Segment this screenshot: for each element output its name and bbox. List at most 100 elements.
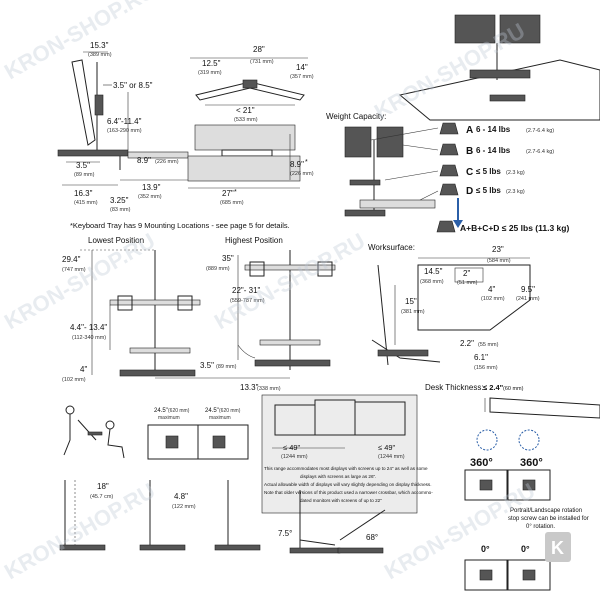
disp-w1: 24.5" — [154, 408, 168, 414]
rotation-note-3: 0° rotation. — [526, 524, 555, 530]
top-dim-28: 28" — [253, 45, 265, 54]
top-dim-14: 14" — [296, 63, 308, 72]
highest-dim-22: 22"- 31" — [232, 286, 261, 295]
monitor-note-2: displays with screens as large as 26". — [300, 474, 376, 479]
weight-letter-d: D — [466, 186, 473, 197]
highest-dim-13-3-mm: (338 mm) — [257, 386, 281, 392]
bottom-profiles: 18" (45.7 cm) 4.8" (122 mm) 7.5° 68° — [59, 480, 386, 554]
rotation-0-a: 0° — [481, 544, 490, 554]
monitor-range-box: ≤ 49" (1244 mm) ≤ 49" (1244 mm) This ran… — [261, 394, 433, 514]
lowest-dim-4-4: 4.4"- 13.4" — [70, 323, 107, 332]
monitor-dim-49b: ≤ 49" — [378, 443, 396, 452]
top-dim-27-mm: (685 mm) — [220, 200, 244, 206]
highest-dim-3-5: 3.5" — [200, 361, 214, 370]
top-dim-8-9-star: * — [305, 159, 308, 166]
top-dim-8-9: 8.9" — [290, 160, 304, 169]
watermark-5: KRON-SHOP.RU — [0, 478, 159, 584]
weight-item-b: B 6 - 14 lbs (2.7-6.4 kg) — [439, 143, 554, 157]
disp-w2-sub: maximum — [209, 415, 231, 421]
rotation-note-1: Portrait/Landscape rotation — [510, 508, 582, 514]
rotation-section: 360° 360° Portrait/Landscape rotation st… — [464, 429, 589, 591]
highest-dim-35-mm: (889 mm) — [206, 266, 230, 272]
highest-dim-3-5-mm: (89 mm) — [216, 364, 237, 370]
bottom-dim-4-8-mm: (122 mm) — [172, 504, 196, 510]
product-illustration — [398, 14, 600, 121]
top-dim-21: < 21" — [236, 106, 255, 115]
bottom-dim-7-5: 7.5° — [278, 529, 292, 538]
highest-title: Highest Position — [225, 236, 283, 245]
weight-metric-d: (2.3 kg) — [506, 189, 525, 195]
top-dim-8-9-mm: (226 mm) — [290, 171, 314, 177]
weight-title: Weight Capacity: — [326, 112, 386, 121]
weight-value-d: ≤ 5 lbs — [476, 186, 501, 195]
highest-dim-35: 35" — [222, 254, 234, 263]
ws-dim-9-5: 9.5" — [521, 285, 535, 294]
ws-dim-2: 2" — [463, 269, 470, 278]
weight-item-d: D ≤ 5 lbs (2.3 kg) — [439, 183, 525, 197]
lowest-dim-4-mm: (102 mm) — [62, 377, 86, 383]
side-dim-15-3-mm: (389 mm) — [88, 52, 112, 58]
ws-dim-15-mm: (381 mm) — [401, 309, 425, 315]
ws-dim-2-2: 2.2" — [460, 339, 474, 348]
watermark-1: KRON-SHOP.RU — [0, 0, 159, 84]
bottom-dim-4-8: 4.8" — [174, 492, 188, 501]
rotation-360-b: 360° — [520, 457, 543, 469]
display-width-diagram: 24.5" (620 mm) maximum 24.5" (620 mm) ma… — [147, 408, 249, 460]
lowest-dim-29-4-mm: (747 mm) — [62, 267, 86, 273]
side-dim-6-4: 6.4"-11.4" — [107, 117, 142, 126]
weight-letter-b: B — [466, 146, 473, 157]
ws-dim-14-5: 14.5" — [424, 267, 443, 276]
weight-value-c: ≤ 5 lbs — [476, 167, 501, 176]
side-dim-3-25-mm: (83 mm) — [110, 207, 131, 213]
ws-dim-4-mm: (102 mm) — [481, 296, 505, 302]
side-dim-16-3-mm: (415 mm) — [74, 200, 98, 206]
weight-letter-a: A — [466, 125, 473, 136]
watermark-3: KRON-SHOP.RU — [0, 228, 159, 334]
worksurface-diagram: Worksurface: 23" (584 mm) 14.5" (368 mm)… — [368, 243, 540, 371]
weight-metric-b: (2.7-6.4 kg) — [526, 149, 554, 155]
worksurface-title: Worksurface: — [368, 243, 415, 252]
weight-letter-c: C — [466, 167, 473, 178]
side-dim-8-9: 8.9" — [137, 156, 151, 165]
weight-total: A+B+C+D ≤ 25 lbs (11.3 kg) — [460, 223, 569, 233]
highest-dim-13-3: 13.3" — [240, 383, 259, 392]
top-dim-28-mm: (731 mm) — [250, 59, 274, 65]
desk-title: Desk Thickness: — [425, 383, 484, 392]
lowest-title: Lowest Position — [88, 236, 144, 245]
side-dim-3-5b: 3.5" — [76, 161, 90, 170]
weight-capacity-section: Weight Capacity: — [326, 112, 463, 228]
weight-metric-a: (2.7-6.4 kg) — [526, 128, 554, 134]
top-dim-12-5: 12.5" — [202, 59, 221, 68]
side-dim-3-5b-mm: (89 mm) — [74, 172, 95, 178]
ws-dim-23-mm: (584 mm) — [487, 258, 511, 264]
ws-dim-23: 23" — [492, 245, 504, 254]
side-dim-15-3: 15.3" — [90, 41, 109, 50]
monitor-dim-49a-mm: (1244 mm) — [281, 454, 308, 460]
bottom-dim-68: 68° — [366, 533, 378, 542]
lowest-dim-4-4-mm: (112-340 mm) — [72, 335, 106, 341]
weight-items: A 6 - 14 lbs (2.7-6.4 kg) B 6 - 14 lbs (… — [436, 122, 569, 233]
ws-dim-6-1-mm: (156 mm) — [474, 365, 498, 371]
ws-dim-4: 4" — [488, 285, 495, 294]
side-dim-16-3: 16.3" — [74, 189, 93, 198]
monitor-note-1: This range accommodates most displays wi… — [264, 466, 428, 471]
desk-thickness-section: Desk Thickness: ≤ 2.4" (60 mm) — [425, 383, 600, 419]
brand-badge-letter: K — [551, 538, 564, 558]
side-dim-3-25: 3.25" — [110, 196, 129, 205]
lowest-dim-4: 4" — [80, 365, 87, 374]
monitor-note-4: Note that older versions of this product… — [264, 490, 433, 495]
side-dim-6-4-mm: (163-290 mm) — [107, 128, 142, 134]
highest-dim-22-mm: (559-787 mm) — [230, 298, 265, 304]
ws-dim-9-5-mm: (241 mm) — [516, 296, 540, 302]
disp-w2: 24.5" — [205, 408, 219, 414]
top-dim-12-5-mm: (319 mm) — [198, 70, 222, 76]
desk-value: ≤ 2.4" — [483, 383, 504, 392]
monitor-dim-49a: ≤ 49" — [283, 443, 301, 452]
keyboard-tray-note: *Keyboard Tray has 9 Mounting Locations … — [70, 221, 290, 230]
top-dim-27-star: * — [234, 189, 237, 196]
disp-w2-mm: (620 mm) — [219, 408, 241, 414]
weight-value-b: 6 - 14 lbs — [476, 146, 511, 155]
disp-w1-mm: (620 mm) — [168, 408, 190, 414]
ws-dim-2-2-mm: (55 mm) — [478, 342, 499, 348]
